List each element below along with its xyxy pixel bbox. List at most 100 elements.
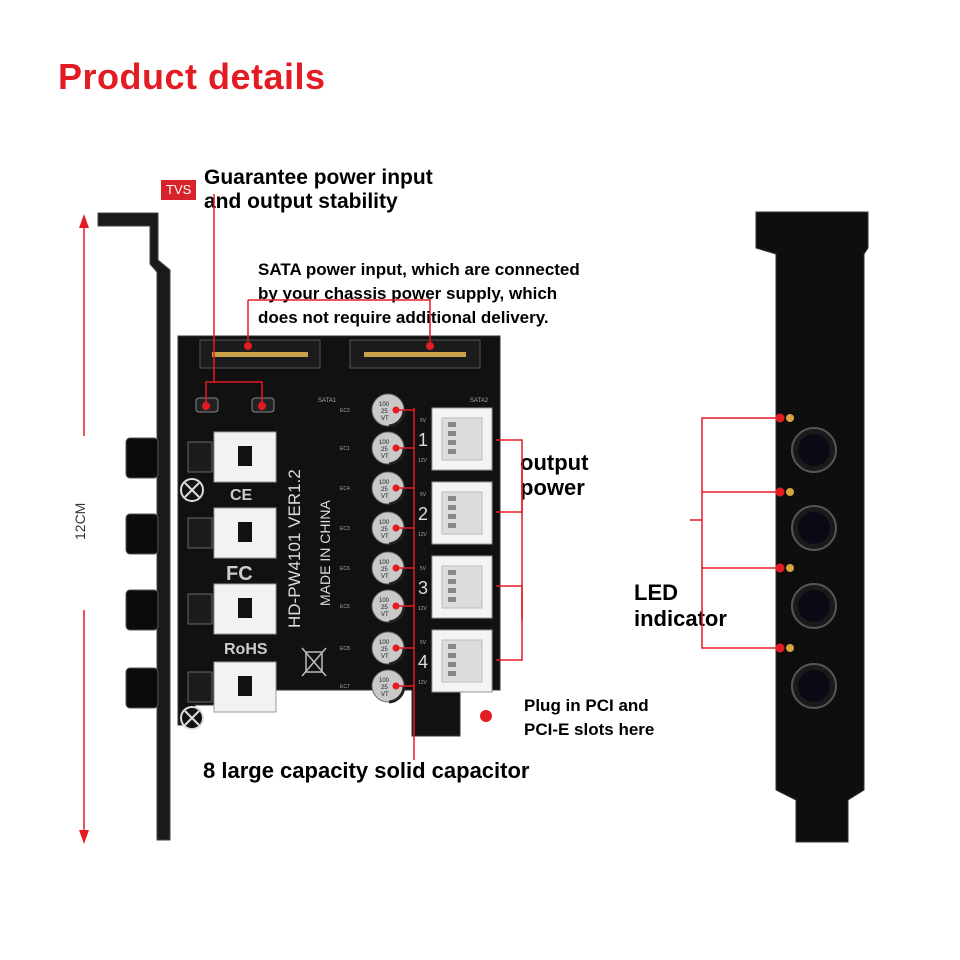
- switch-slot: [238, 446, 252, 466]
- switch-led: [187, 593, 213, 625]
- pci-line-2: PCI-E slots here: [524, 720, 655, 739]
- capacitor-label: 100: [379, 480, 390, 486]
- rohs-mark: RoHS: [224, 641, 268, 658]
- push-button: [125, 437, 159, 479]
- port-number: 4: [418, 652, 428, 672]
- screw-icon: [180, 478, 204, 730]
- fan-header-pin: [448, 505, 456, 510]
- pci-line-1: Plug in PCI and: [524, 696, 649, 715]
- capacitor-label: 100: [379, 520, 390, 526]
- fan-header-pin: [448, 653, 456, 658]
- capacitor-label: 100: [379, 640, 390, 646]
- capacitor-label: 8 large capacity solid capacitor: [203, 758, 530, 783]
- fan-header-pin: [448, 579, 456, 584]
- fan-header-pin: [448, 514, 456, 519]
- led-marker-group: [775, 413, 785, 653]
- capacitor-label: VT: [381, 692, 389, 698]
- capacitor-designator: EC7: [340, 684, 350, 690]
- capacitor-designator: EC4: [340, 486, 350, 492]
- volt-5-label: 5V: [420, 492, 427, 498]
- switch-led: [187, 671, 213, 703]
- volt-5-label: 5V: [420, 566, 427, 572]
- board-model-silk: HD-PW4101 VER1.2: [285, 469, 304, 628]
- capacitor-designator: EC5: [340, 604, 350, 610]
- capacitor-designator: EC1: [340, 446, 350, 452]
- switch-row: [125, 431, 277, 713]
- sata-note-line-2: by your chassis power supply, which: [258, 284, 558, 303]
- output-power-label: output power: [520, 450, 588, 500]
- capacitor-label: VT: [381, 654, 389, 660]
- switch-slot: [238, 522, 252, 542]
- bracket-button-group: [786, 414, 837, 709]
- volt-12-label: 12V: [418, 680, 428, 686]
- led-callout-lines: [690, 417, 780, 649]
- tvs-badge: TVS: [161, 180, 197, 200]
- bracket-button-cap: [798, 434, 830, 466]
- fan-header-pin: [448, 588, 456, 593]
- led-line-2: indicator: [634, 606, 727, 631]
- fan-header-pin: [448, 662, 456, 667]
- bracket-button-cap: [798, 590, 830, 622]
- port-number: 2: [418, 504, 428, 524]
- volt-12-label: 12V: [418, 532, 428, 538]
- fan-header-pin: [448, 644, 456, 649]
- output-line-2: power: [520, 475, 585, 500]
- board-origin-silk: MADE IN CHINA: [317, 500, 333, 606]
- capacitor-label: 25: [381, 527, 388, 533]
- capacitor-marker: [392, 444, 400, 452]
- sata-note-line-1: SATA power input, which are connected: [258, 260, 580, 279]
- capacitor-designator: EC6: [340, 566, 350, 572]
- fan-header-pin: [448, 440, 456, 445]
- capacitor-designator: EC2: [340, 408, 350, 414]
- page-title: Product details: [58, 56, 326, 97]
- led-marker: [775, 413, 785, 423]
- capacitor-marker: [392, 644, 400, 652]
- capacitor-designator: EC8: [340, 646, 350, 652]
- switch-led: [187, 441, 213, 473]
- fan-header-pin: [448, 449, 456, 454]
- sata-note-line-3: does not require additional delivery.: [258, 308, 549, 327]
- ce-mark: CE: [230, 487, 253, 504]
- capacitor-label: VT: [381, 574, 389, 580]
- capacitor-label: 100: [379, 678, 390, 684]
- port-number: 3: [418, 578, 428, 598]
- switch-led: [187, 517, 213, 549]
- capacitor-label: 100: [379, 440, 390, 446]
- capacitor-label: VT: [381, 612, 389, 618]
- sata-power-note: SATA power input, which are connected by…: [258, 258, 580, 330]
- switch-slot: [238, 676, 252, 696]
- led-indicator-label: LED indicator: [634, 580, 727, 632]
- capacitor-label: 25: [381, 487, 388, 493]
- capacitor-label: 100: [379, 402, 390, 408]
- led-marker: [775, 643, 785, 653]
- fc-mark: FC: [226, 563, 253, 585]
- fan-header-pin: [448, 422, 456, 427]
- led-line-1: LED: [634, 580, 678, 605]
- volt-5-label: 5V: [420, 640, 427, 646]
- volt-12-label: 12V: [418, 606, 428, 612]
- tvs-description: Guarantee power input and output stabili…: [204, 166, 433, 214]
- weee-icon: [301, 647, 327, 677]
- fan-header-pin: [448, 431, 456, 436]
- dimension-arrow: [79, 214, 89, 844]
- push-button: [125, 513, 159, 555]
- led-icon: [786, 488, 794, 496]
- led-marker: [775, 487, 785, 497]
- pci-slot-label: Plug in PCI and PCI-E slots here: [524, 694, 654, 742]
- capacitor-label: 25: [381, 409, 388, 415]
- bracket-button-cap: [798, 512, 830, 544]
- fan-header-pin: [448, 570, 456, 575]
- switch-slot: [238, 598, 252, 618]
- capacitor-label: VT: [381, 534, 389, 540]
- push-button: [125, 667, 159, 709]
- led-icon: [786, 644, 794, 652]
- callout-lines: [205, 194, 523, 760]
- capacitor-label: VT: [381, 416, 389, 422]
- capacitor-marker-group: [392, 406, 414, 690]
- volt-12-label: 12V: [418, 458, 428, 464]
- tvs-line-1: Guarantee power input: [204, 166, 433, 189]
- bracket-button-cap: [798, 670, 830, 702]
